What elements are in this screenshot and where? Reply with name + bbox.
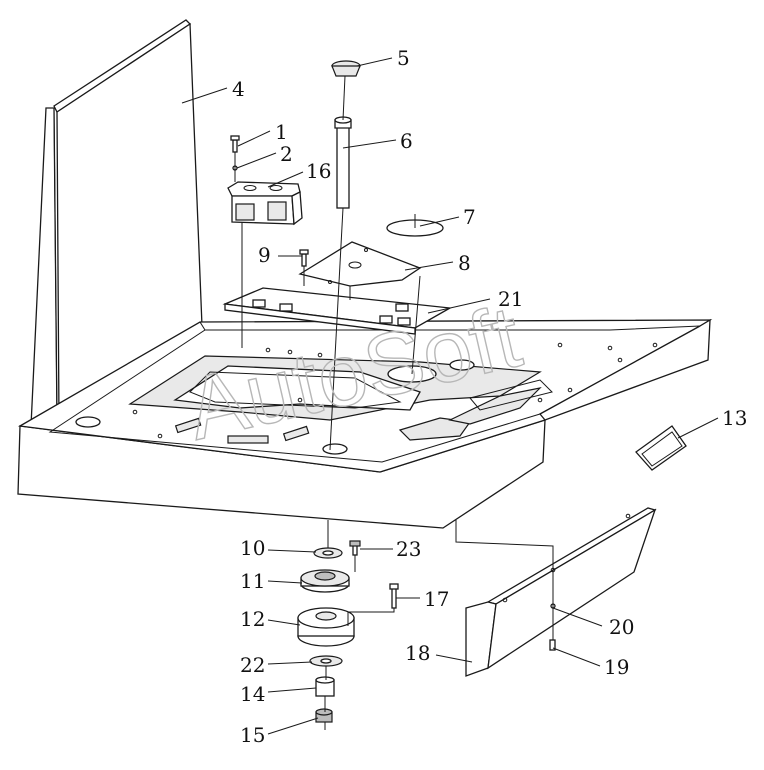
callout-labels: 1 2 4 5 6 7 8 9 10 11 12 13 14 15 16 17 … [232, 46, 747, 747]
spacer-part-14 [315, 676, 335, 697]
callout-9: 9 [258, 243, 271, 267]
callout-15: 15 [240, 723, 265, 747]
screw-part-1 [230, 135, 240, 153]
callout-21: 21 [498, 287, 523, 311]
cap-part-5 [331, 60, 361, 77]
leader-lines [181, 57, 719, 735]
callout-2: 2 [280, 142, 293, 166]
callout-20: 20 [609, 615, 634, 639]
washer-part-10 [313, 547, 343, 559]
bushing-part-12 [297, 607, 355, 647]
mounting-plate-part-8 [298, 241, 422, 287]
callout-14: 14 [240, 682, 265, 706]
long-bolt-part-6 [334, 116, 352, 209]
callout-22: 22 [240, 653, 265, 677]
disc-part-7 [386, 214, 444, 237]
callout-23: 23 [396, 537, 421, 561]
clip-part-13 [635, 425, 687, 471]
mount-part-11 [300, 569, 350, 593]
callout-18: 18 [405, 641, 430, 665]
callout-16: 16 [306, 159, 331, 183]
callout-17: 17 [424, 587, 449, 611]
callout-4: 4 [232, 77, 245, 101]
washer-part-22 [309, 655, 343, 667]
screw-part-23 [349, 540, 361, 556]
alignment-lines [234, 75, 554, 730]
nut-part-15 [315, 708, 333, 723]
callout-12: 12 [240, 607, 265, 631]
base-plate [17, 318, 713, 529]
bracket-part-16 [227, 181, 303, 226]
callout-19: 19 [604, 655, 629, 679]
callout-11: 11 [240, 569, 265, 593]
callout-1: 1 [275, 120, 288, 144]
callout-5: 5 [397, 46, 410, 70]
callout-13: 13 [722, 406, 747, 430]
callout-7: 7 [463, 205, 476, 229]
callout-6: 6 [400, 129, 413, 153]
screw-part-17 [389, 583, 399, 609]
screw-part-9 [299, 249, 309, 267]
callout-8: 8 [458, 251, 471, 275]
back-panel-part-4 [30, 19, 203, 427]
callout-10: 10 [240, 536, 265, 560]
